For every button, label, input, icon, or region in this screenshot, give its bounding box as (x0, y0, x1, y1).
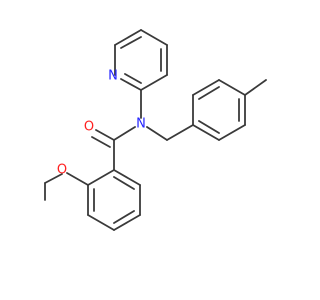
bond (91, 136, 111, 148)
bond (120, 78, 142, 91)
atom-label: N (136, 117, 146, 132)
bond (146, 126, 168, 141)
bond (87, 214, 115, 231)
atom-n-amide: N (136, 117, 146, 132)
bond (87, 169, 115, 186)
atom-o-ether: O (57, 163, 67, 178)
bond (120, 36, 142, 49)
bond (166, 124, 194, 141)
bond (113, 176, 135, 190)
bond (192, 79, 220, 96)
atom-n-pyridine: N (108, 69, 118, 84)
structure-diagram: N N O O (44, 29, 267, 231)
bond (113, 210, 135, 224)
bond-layer (44, 29, 267, 231)
atom-label-layer: N N O O (57, 69, 146, 178)
bond (66, 172, 89, 186)
bond (114, 29, 142, 46)
bond (124, 73, 142, 84)
bond (113, 214, 141, 231)
atom-label: O (84, 120, 94, 135)
bond (140, 29, 168, 46)
bond (113, 169, 141, 186)
bond (95, 129, 115, 141)
bond (192, 124, 220, 141)
bond (218, 124, 246, 141)
bond (140, 74, 168, 91)
bond (198, 86, 220, 100)
bond (113, 126, 136, 141)
bond (244, 79, 267, 96)
bond (218, 79, 246, 96)
atom-label: O (57, 163, 67, 178)
bond (198, 120, 220, 134)
atom-label: N (108, 69, 118, 84)
bond (44, 173, 63, 184)
molecule-canvas: N N O O (44, 29, 267, 231)
atom-o-carbonyl: O (84, 120, 94, 135)
